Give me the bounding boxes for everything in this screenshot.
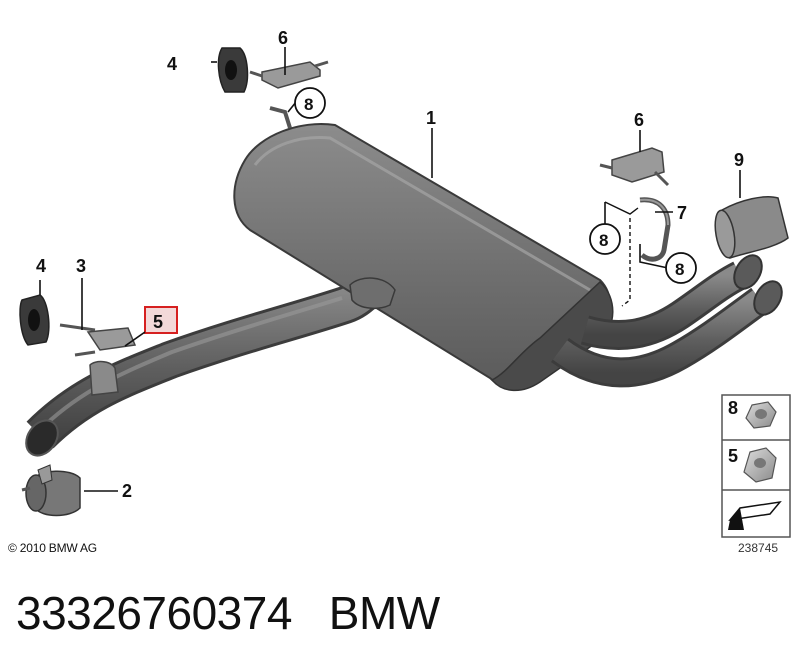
callout-6-top: 6 [278, 28, 288, 48]
svg-text:8: 8 [599, 231, 608, 250]
callout-4-top: 4 [167, 54, 177, 74]
svg-text:8: 8 [675, 260, 684, 279]
intermediate-pipe [25, 268, 385, 457]
circled-callout-8-top: 8 [294, 87, 326, 119]
arrow-symbol-icon [728, 500, 782, 530]
hardware-legend: 8 5 [721, 394, 791, 538]
rubber-mount-left [19, 280, 50, 346]
legend-label-5: 5 [728, 446, 738, 466]
callout-5: 5 [153, 312, 163, 332]
hex-nut-icon [743, 447, 777, 483]
nut-markers-right [604, 201, 669, 307]
highlighted-callout-5[interactable]: 5 [124, 306, 178, 347]
bracket-right [599, 130, 670, 187]
circled-callout-8-right: 8 [665, 252, 697, 284]
pipe-sleeve [714, 170, 789, 259]
legend-label-8: 8 [728, 398, 738, 418]
part-number: 33326760374 [16, 587, 292, 639]
callout-2: 2 [122, 481, 132, 501]
callout-1: 1 [426, 108, 436, 128]
callout-6-right: 6 [634, 110, 644, 130]
clamp-bracket-left [59, 278, 137, 396]
callout-7: 7 [677, 203, 687, 223]
callout-9: 9 [734, 150, 744, 170]
bracket-top [249, 47, 329, 89]
diagram-reference-number: 238745 [738, 541, 779, 555]
pipe-clamp [21, 464, 118, 517]
hanger-strap [639, 197, 673, 262]
callout-3: 3 [76, 256, 86, 276]
circled-callout-8-mid: 8 [589, 223, 621, 255]
part-caption: 33326760374 BMW [16, 586, 440, 640]
callout-4-left: 4 [36, 256, 46, 276]
rear-muffler [233, 106, 614, 392]
flange-nut-icon [745, 401, 777, 429]
brand-name: BMW [328, 587, 440, 639]
tailpipes [551, 254, 783, 388]
rubber-mount-top [211, 47, 249, 93]
exhaust-diagram: 1 2 3 4 4 6 6 7 9 5 8 8 8 8 5 [19, 28, 791, 538]
svg-text:8: 8 [304, 95, 313, 114]
pipe-opening [25, 419, 59, 457]
copyright-notice: © 2010 BMW AG [8, 541, 97, 555]
